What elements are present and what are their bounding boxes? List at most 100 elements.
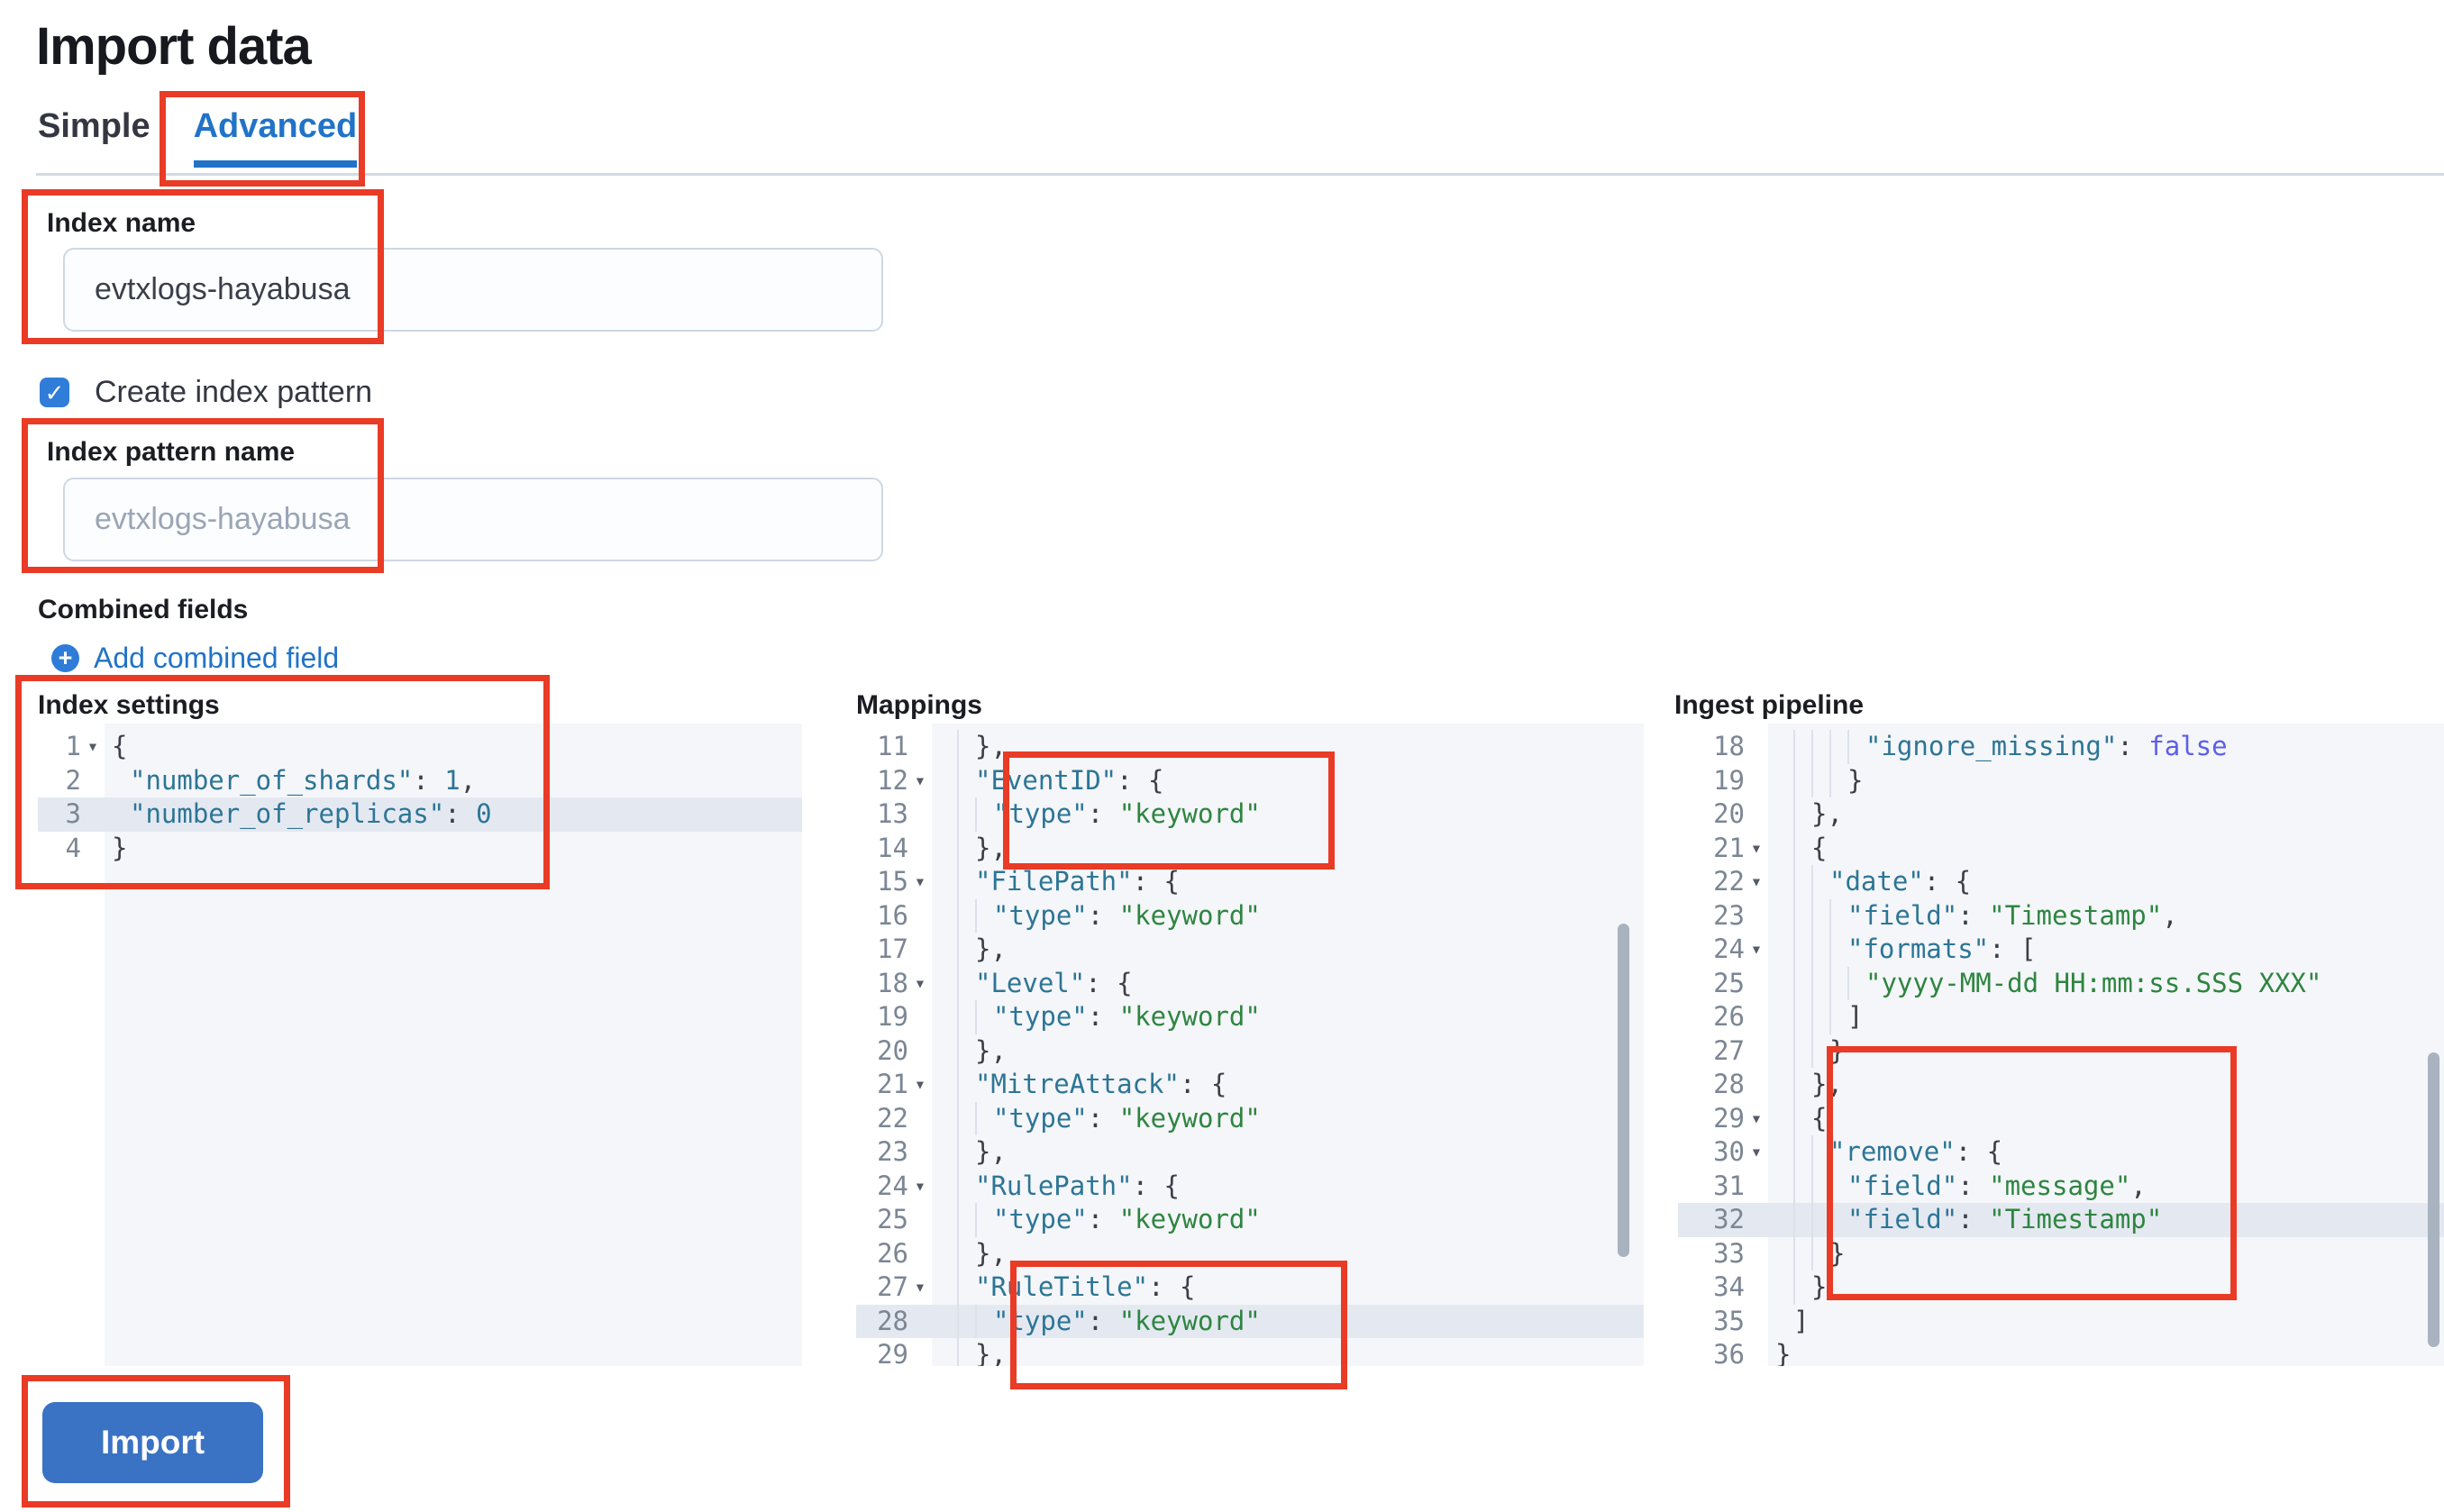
mappings-editor[interactable]: 11},12▾"EventID": {13"type": "keyword"14…: [856, 724, 1644, 1366]
fold-arrow-icon[interactable]: ▾: [87, 735, 99, 757]
create-index-pattern-label: Create index pattern: [95, 375, 373, 409]
indent-guide: [957, 730, 959, 764]
indent-guide: [975, 1203, 977, 1237]
fold-spacer: [908, 933, 932, 967]
indent-guide: [1793, 763, 1795, 797]
indent-guide: [1811, 730, 1813, 764]
code-line: 4}: [38, 832, 802, 866]
fold-spacer: [1745, 1305, 1768, 1339]
fold-arrow-icon[interactable]: ▾: [1750, 938, 1763, 960]
fold-arrow-icon[interactable]: ▾: [914, 769, 926, 791]
code-rows: 1▾{2"number_of_shards": 1,3"number_of_re…: [38, 724, 802, 865]
code-line: 29},: [856, 1338, 1644, 1366]
indent-guide: [957, 1236, 959, 1271]
fold-spacer: [908, 1102, 932, 1136]
code-line: 11},: [856, 730, 1644, 764]
indent-guide: [957, 1338, 959, 1366]
fold-arrow-icon[interactable]: ▾: [1750, 1107, 1763, 1129]
import-button[interactable]: Import: [42, 1402, 263, 1483]
fold-arrow-icon[interactable]: ▾: [914, 1174, 926, 1197]
add-combined-field-button[interactable]: + Add combined field: [51, 642, 339, 675]
fold-arrow-icon[interactable]: ▾: [1750, 870, 1763, 892]
code-line: 32"field": "Timestamp": [1678, 1203, 2444, 1237]
code-line: 17},: [856, 933, 1644, 967]
fold-arrow-icon[interactable]: ▾: [914, 870, 926, 892]
index-settings-editor[interactable]: 1▾{2"number_of_shards": 1,3"number_of_re…: [38, 724, 802, 1366]
indent-guide: [1829, 730, 1831, 764]
fold-spacer: [908, 1203, 932, 1237]
fold-arrow-icon[interactable]: ▾: [914, 1073, 926, 1095]
indent-guide: [1793, 797, 1795, 832]
fold-spacer: [908, 1305, 932, 1339]
code-line: 13"type": "keyword": [856, 797, 1644, 832]
indent-guide: [1829, 966, 1831, 1000]
fold-spacer: [908, 1237, 932, 1271]
indent-guide: [1811, 933, 1813, 967]
indent-guide: [1793, 966, 1795, 1000]
code-line: 14},: [856, 831, 1644, 865]
indent-guide: [1829, 933, 1831, 967]
indent-guide: [1811, 1000, 1813, 1034]
indent-guide: [1829, 1169, 1831, 1203]
fold-spacer: [1745, 1203, 1768, 1237]
indent-guide: [957, 898, 959, 933]
create-index-pattern-checkbox[interactable]: ✓: [40, 378, 69, 407]
indent-guide: [975, 1304, 977, 1338]
indent-guide: [1829, 763, 1831, 797]
mappings-label: Mappings: [856, 690, 982, 720]
indent-guide: [1793, 1034, 1795, 1068]
tab-advanced[interactable]: Advanced: [193, 106, 358, 168]
code-line: 21▾"MitreAttack": {: [856, 1068, 1644, 1102]
indent-guide: [975, 1000, 977, 1034]
tab-bar: Simple Advanced: [38, 106, 358, 168]
code-line: 29▾{: [1678, 1101, 2444, 1135]
code-line: 31"field": "message",: [1678, 1169, 2444, 1203]
code-line: 25"yyyy-MM-dd HH:mm:ss.SSS XXX": [1678, 966, 2444, 1001]
fold-arrow-icon[interactable]: ▾: [914, 1276, 926, 1298]
fold-arrow-icon[interactable]: ▾: [914, 971, 926, 994]
ingest-pipeline-scrollbar-thumb[interactable]: [2428, 1052, 2439, 1347]
fold-spacer: [1745, 1034, 1768, 1069]
code-line: 20},: [856, 1034, 1644, 1069]
tab-simple[interactable]: Simple: [38, 107, 150, 145]
checkmark-icon: ✓: [44, 378, 65, 406]
indent-guide: [957, 1203, 959, 1237]
fold-spacer: [908, 1338, 932, 1366]
fold-spacer: [908, 797, 932, 832]
index-name-input[interactable]: [63, 248, 883, 332]
indent-guide: [957, 1271, 959, 1305]
indent-guide: [957, 966, 959, 1000]
fold-spacer: [908, 1034, 932, 1069]
page-title: Import data: [36, 17, 312, 76]
fold-spacer: [1745, 1338, 1768, 1366]
indent-guide: [1847, 966, 1849, 1000]
code-line: 19"type": "keyword": [856, 1000, 1644, 1034]
index-settings-label: Index settings: [38, 690, 220, 720]
indent-guide: [957, 1304, 959, 1338]
index-pattern-name-input[interactable]: [63, 478, 883, 561]
code-line: 12▾"EventID": {: [856, 763, 1644, 797]
indent-guide: [1793, 1169, 1795, 1203]
fold-spacer: [1745, 1237, 1768, 1271]
editor-gutter: [1678, 724, 1768, 1366]
fold-arrow-icon[interactable]: ▾: [1750, 836, 1763, 859]
indent-guide: [1793, 1068, 1795, 1102]
fold-spacer: [1745, 764, 1768, 798]
indent-guide: [1811, 865, 1813, 899]
indent-guide: [1811, 1169, 1813, 1203]
indent-guide: [1811, 1203, 1813, 1237]
fold-spacer: [908, 899, 932, 934]
code-line: 34}: [1678, 1271, 2444, 1305]
mappings-scrollbar-thumb[interactable]: [1618, 924, 1629, 1257]
fold-spacer: [1745, 1068, 1768, 1102]
indent-guide: [957, 797, 959, 832]
fold-spacer: [1745, 967, 1768, 1001]
fold-arrow-icon[interactable]: ▾: [1750, 1141, 1763, 1162]
indent-guide: [1793, 1135, 1795, 1170]
fold-spacer: [1745, 797, 1768, 832]
indent-guide: [957, 1034, 959, 1068]
indent-guide: [975, 797, 977, 832]
